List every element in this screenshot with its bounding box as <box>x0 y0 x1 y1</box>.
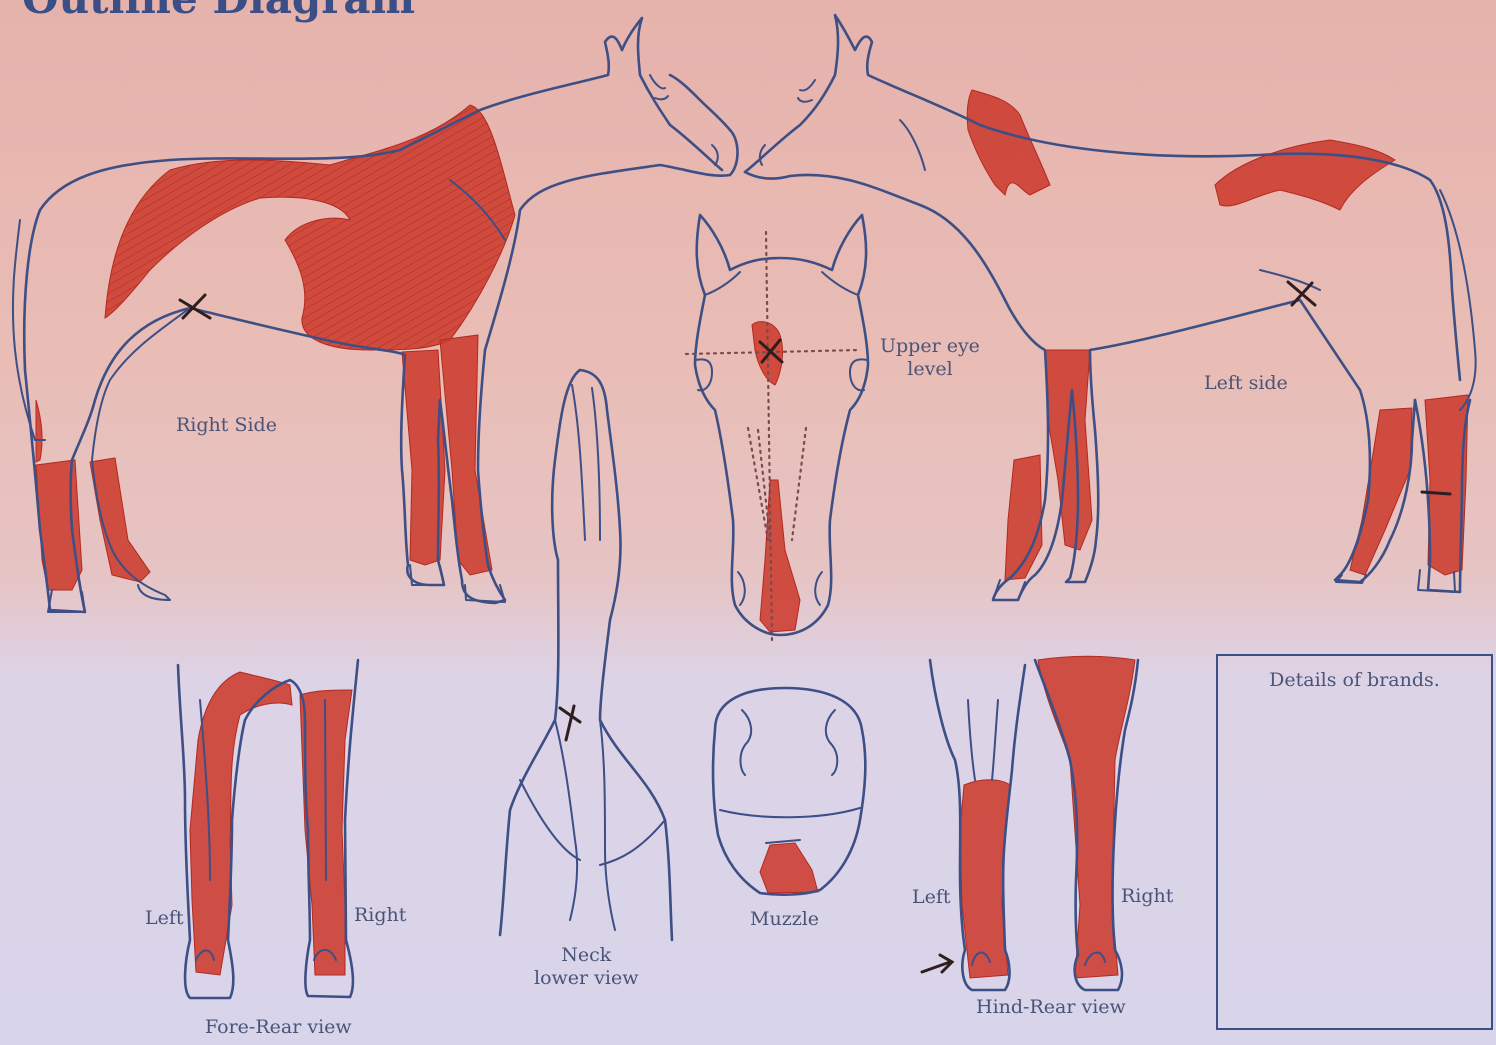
upper-eye-level-line1: Upper eye <box>880 335 980 358</box>
left-side-horse <box>745 15 1476 600</box>
left-side-croup-marking <box>1215 140 1395 210</box>
hind-rear-view-label: Hind-Rear view <box>976 996 1126 1019</box>
left-side-withers-marking <box>967 90 1050 195</box>
right-side-horse <box>13 18 738 612</box>
hind-left-label: Left <box>912 886 951 909</box>
head-front-view <box>686 215 868 640</box>
right-side-hindleg-marking <box>36 460 82 590</box>
right-side-label: Right Side <box>176 414 277 437</box>
left-side-foreleg-marking <box>1045 350 1092 550</box>
brands-details-box: Details of brands. <box>1216 654 1493 1030</box>
head-snip-marking <box>760 480 800 632</box>
muzzle-marking <box>760 843 818 893</box>
neck-lower-view-label: Neck lower view <box>534 944 638 990</box>
hind-rear-view <box>922 656 1138 990</box>
muzzle-view <box>713 688 865 895</box>
muzzle-label: Muzzle <box>750 908 819 931</box>
fore-right-label: Right <box>354 904 406 927</box>
fore-left-label: Left <box>145 907 184 930</box>
upper-eye-level-line2: level <box>880 358 980 381</box>
neck-label-line1: Neck <box>534 944 638 967</box>
left-side-hindleg-marking <box>1350 408 1412 575</box>
fore-rear-view <box>178 660 358 998</box>
hind-right-label: Right <box>1121 885 1173 908</box>
neck-label-line2: lower view <box>534 967 638 990</box>
neck-lower-view <box>500 370 672 940</box>
fore-left-leg-marking <box>190 672 292 975</box>
upper-eye-level-label: Upper eye level <box>880 335 980 381</box>
fore-rear-view-label: Fore-Rear view <box>205 1016 352 1039</box>
left-side-label: Left side <box>1204 372 1288 395</box>
brands-details-label: Details of brands. <box>1218 669 1491 691</box>
